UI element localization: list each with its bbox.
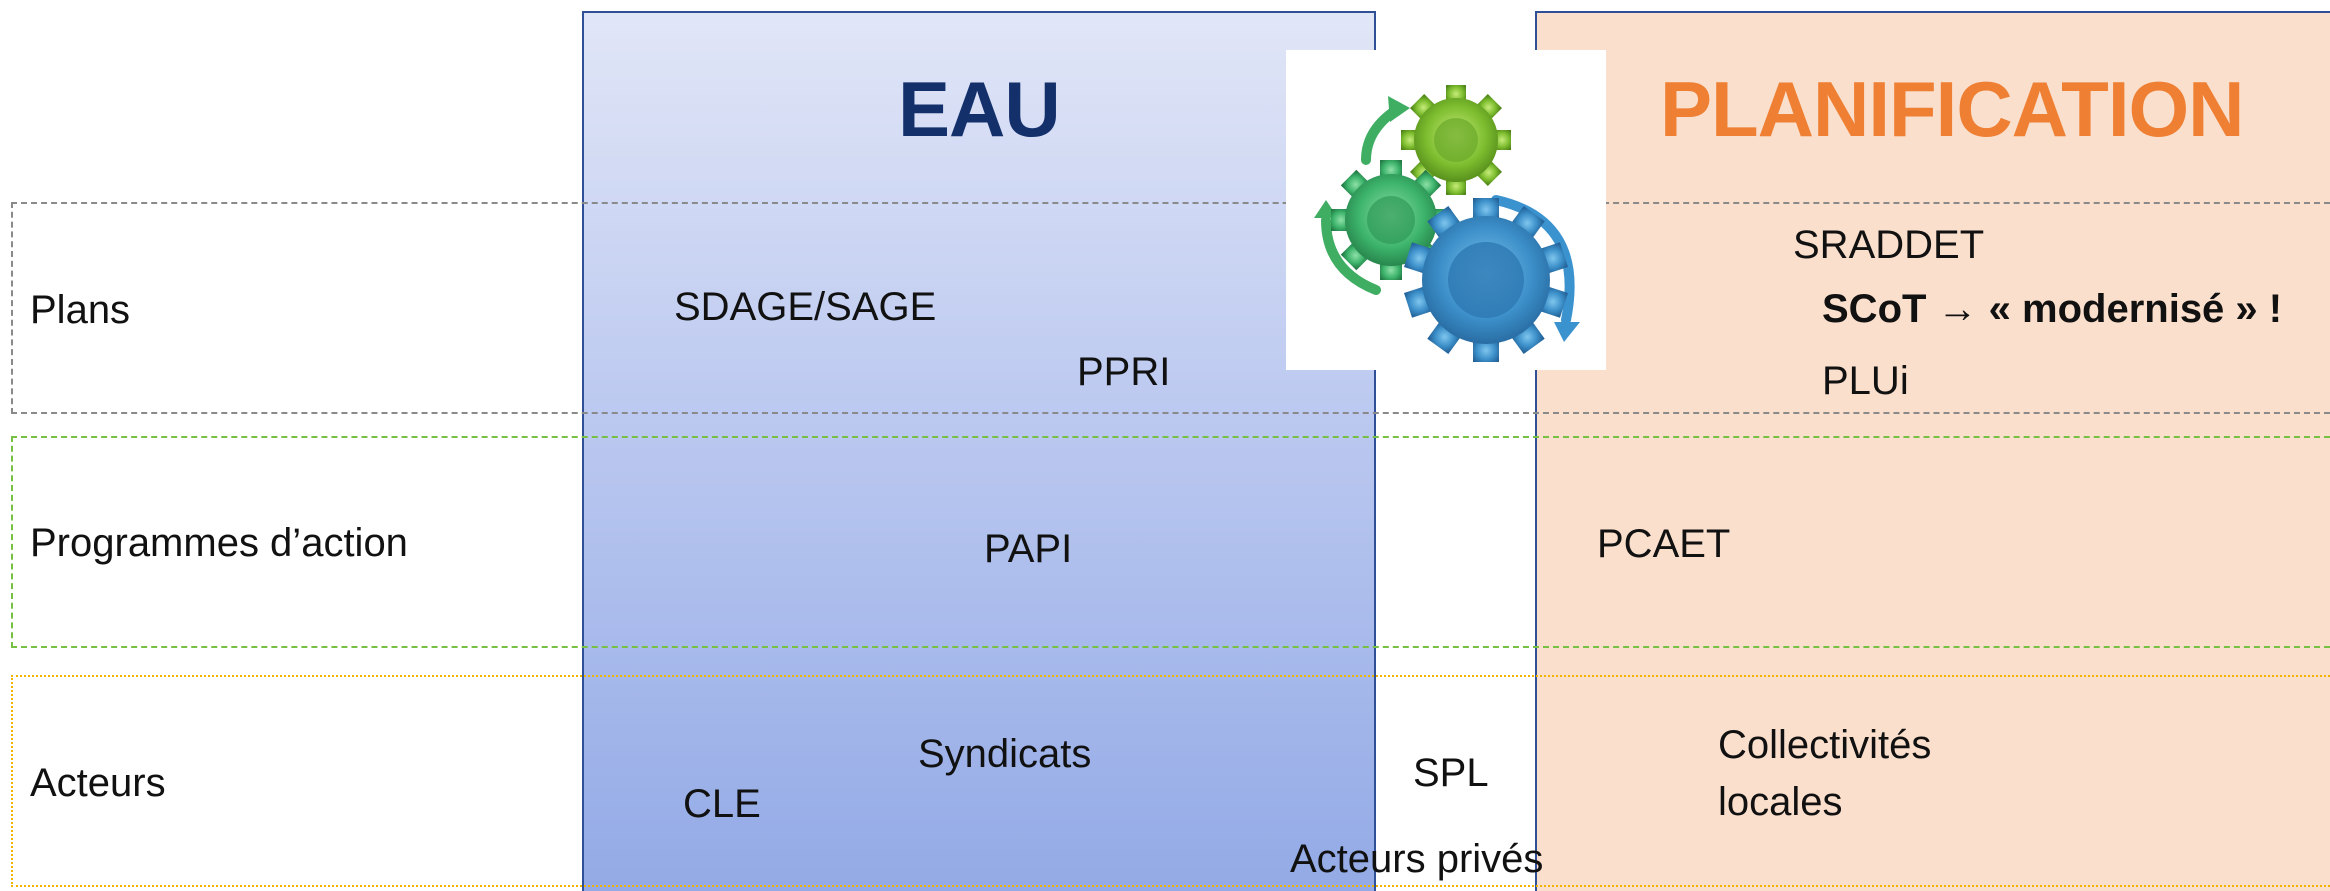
row-label-acteurs: Acteurs: [30, 761, 166, 805]
item-acteurs-prives: Acteurs privés: [1290, 837, 1544, 881]
gears-icon: [1286, 50, 1606, 370]
item-collectivites-line2: locales: [1718, 780, 1843, 824]
item-sdage-sage: SDAGE/SAGE: [674, 285, 937, 329]
item-scot: SCoT → « modernisé » !: [1822, 287, 2283, 331]
row-label-programmes: Programmes d’action: [30, 521, 408, 565]
item-papi: PAPI: [984, 527, 1073, 571]
item-syndicats: Syndicats: [918, 732, 1092, 776]
item-plui: PLUi: [1822, 359, 1909, 403]
item-collectivites-line1: Collectivités: [1718, 723, 1932, 767]
row-label-plans: Plans: [30, 288, 131, 332]
planification-column: [1535, 11, 2330, 891]
eau-column: [582, 11, 1376, 891]
item-spl: SPL: [1413, 751, 1489, 795]
item-cle: CLE: [683, 782, 761, 826]
eau-title: EAU: [898, 65, 1061, 153]
item-sraddet: SRADDET: [1793, 223, 1985, 267]
item-pcaet: PCAET: [1597, 522, 1731, 566]
planification-title: PLANIFICATION: [1660, 65, 2245, 153]
item-ppri: PPRI: [1077, 350, 1171, 394]
